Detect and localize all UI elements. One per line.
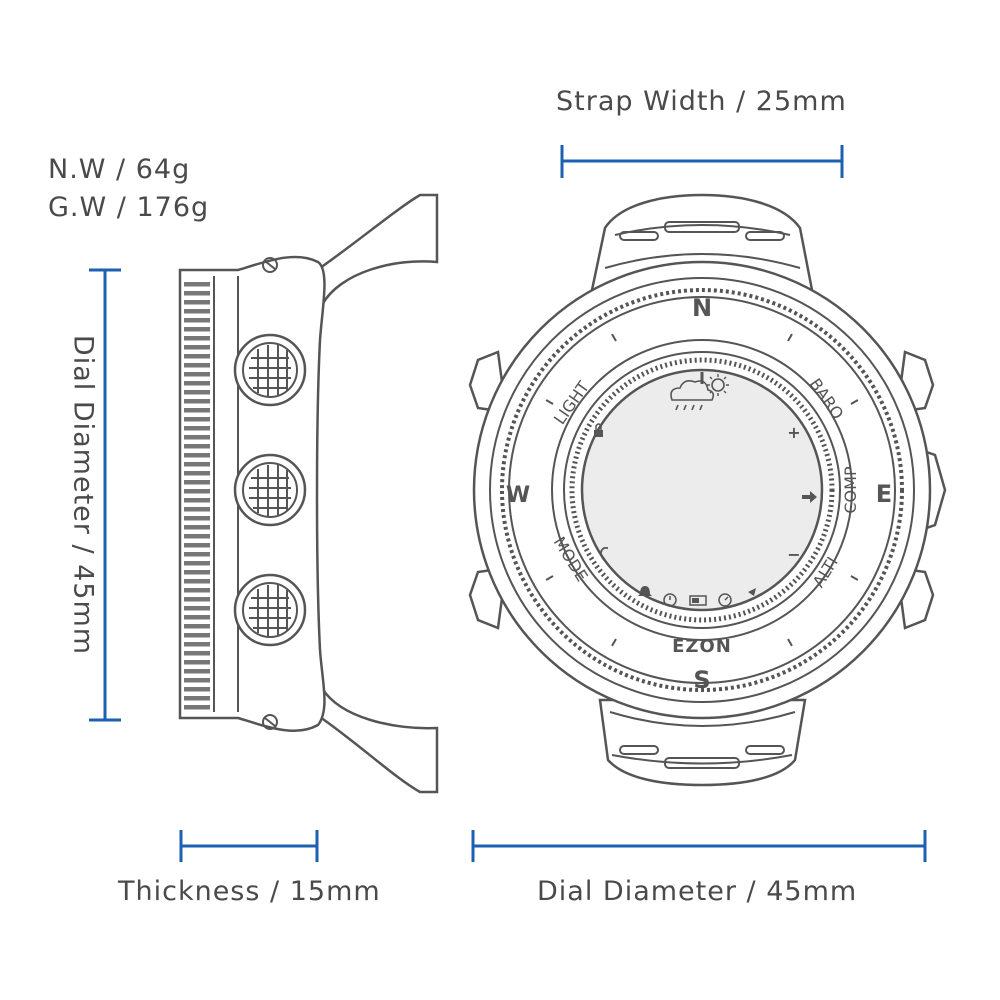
grip-rib: [184, 606, 210, 611]
bezel-tick: [545, 575, 554, 581]
grip-rib: [184, 336, 210, 341]
lock-icon: [594, 423, 603, 437]
grip-rib: [184, 345, 210, 350]
strap-width-dimension: [560, 145, 844, 178]
grip-rib: [184, 687, 210, 692]
timer-icon: [718, 593, 732, 607]
grip-rib: [184, 309, 210, 314]
dial-diameter-label-bottom: Dial Diameter / 45mm: [537, 876, 858, 907]
bezel-ticks: [545, 333, 859, 647]
alarm-icon: [748, 588, 756, 596]
bezel-tick: [611, 333, 617, 342]
thickness-dimension: [179, 830, 319, 862]
grip-rib: [184, 282, 210, 287]
grip-rib: [184, 696, 210, 701]
dial-diameter-side-dimension: [89, 268, 121, 722]
arrow-right-icon: [802, 491, 817, 503]
thickness-label: Thickness / 15mm: [118, 876, 381, 907]
cloud-rain-icon: [670, 380, 715, 411]
dial-diameter-bottom-dimension: [471, 830, 927, 862]
side-button-top: [233, 333, 307, 407]
sun-icon: [707, 374, 729, 396]
plus-symbol: +: [787, 423, 800, 442]
grip-rib: [184, 588, 210, 593]
grip-rib: [184, 525, 210, 530]
grip-rib: [184, 462, 210, 467]
grip-rib: [184, 669, 210, 674]
grip-rib: [184, 516, 210, 521]
net-weight-label: N.W / 64g: [48, 154, 191, 185]
grip-rib: [184, 327, 210, 332]
compass-north: N: [692, 294, 712, 322]
side-button-middle: [233, 453, 307, 527]
grip-rib: [184, 372, 210, 377]
grip-rib: [184, 633, 210, 638]
bezel-tick: [545, 399, 554, 405]
grip-rib: [184, 507, 210, 512]
watch-front-view: N E S W LIGHT BARO COMP ALTI MODE + −: [468, 193, 947, 787]
grip-rib: [184, 579, 210, 584]
grip-rib: [184, 408, 210, 413]
brand-logo-text: EZON: [672, 636, 732, 657]
grip-rib: [184, 642, 210, 647]
comp-label: COMP: [841, 466, 860, 514]
grip-rib: [184, 624, 210, 629]
compass-west: W: [506, 483, 530, 508]
grip-rib: [184, 615, 210, 620]
battery-icon: [689, 595, 707, 606]
compass-south: S: [693, 666, 710, 694]
bezel-tick: [850, 399, 859, 405]
minus-symbol: −: [787, 545, 800, 564]
grip-rib: [184, 300, 210, 305]
grip-rib: [184, 678, 210, 683]
grip-rib: [184, 543, 210, 548]
grip-rib: [184, 318, 210, 323]
bezel-tick: [850, 575, 859, 581]
grip-rib: [184, 381, 210, 386]
watch-side-view: [178, 193, 439, 794]
grip-rib: [184, 435, 210, 440]
grip-rib: [184, 597, 210, 602]
compass-east: E: [876, 480, 892, 508]
grip-rib: [184, 489, 210, 494]
grip-rib: [184, 651, 210, 656]
grip-rib: [184, 390, 210, 395]
bezel-tick: [787, 638, 793, 647]
grip-rib: [184, 480, 210, 485]
grip-rib: [184, 363, 210, 368]
grip-rib: [184, 291, 210, 296]
bezel-tick: [787, 333, 793, 342]
side-screw-top: [262, 257, 278, 273]
side-grip-ribs: [184, 282, 210, 710]
grip-rib: [184, 705, 210, 710]
stopwatch-icon: [663, 593, 677, 607]
grip-rib: [184, 561, 210, 566]
grip-rib: [184, 453, 210, 458]
grip-rib: [184, 444, 210, 449]
back-arrow-icon: [600, 547, 608, 561]
bell-icon: [638, 586, 652, 596]
strap-width-label: Strap Width / 25mm: [556, 86, 847, 117]
grip-rib: [184, 660, 210, 665]
grip-rib: [184, 471, 210, 476]
bezel-tick: [611, 638, 617, 647]
grip-rib: [184, 498, 210, 503]
grip-rib: [184, 534, 210, 539]
grip-rib: [184, 426, 210, 431]
grip-rib: [184, 354, 210, 359]
gross-weight-label: G.W / 176g: [48, 192, 210, 223]
grip-rib: [184, 399, 210, 404]
side-button-bottom: [233, 573, 307, 647]
grip-rib: [184, 552, 210, 557]
grip-rib: [184, 570, 210, 575]
side-screw-bottom: [262, 714, 278, 730]
grip-rib: [184, 417, 210, 422]
